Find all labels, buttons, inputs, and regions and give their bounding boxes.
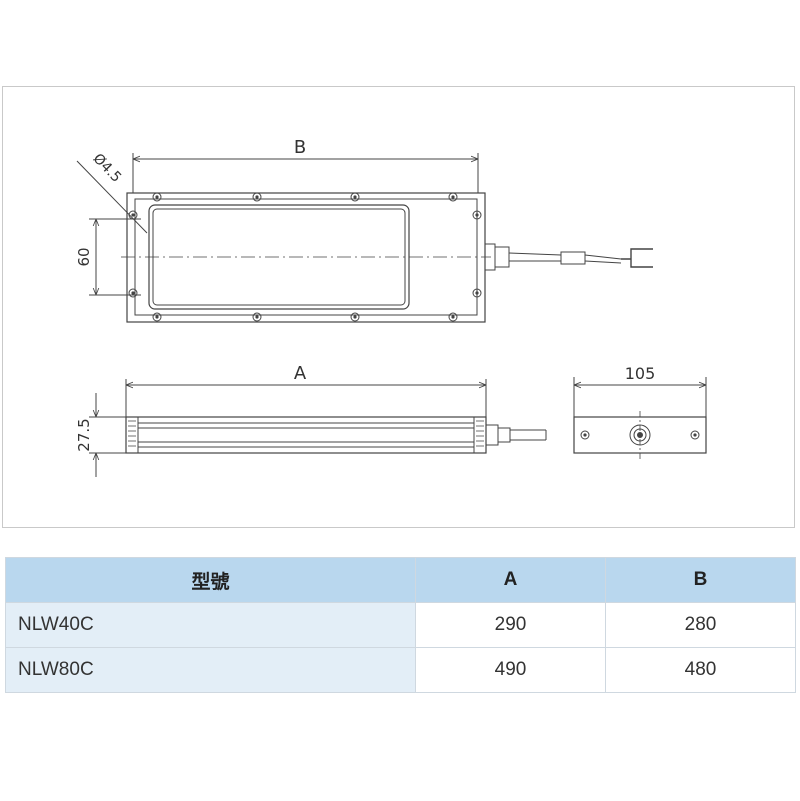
- cable: [508, 252, 562, 262]
- lamp-side-body: [125, 416, 487, 454]
- dimension-label-hole: Ø4.5: [90, 151, 125, 186]
- cell-a: 290: [415, 602, 606, 648]
- table-row: NLW40C 290 280: [5, 602, 796, 648]
- cell-b: 480: [605, 647, 796, 693]
- cable-gland-nut-side: [497, 427, 511, 443]
- cell-b: 280: [605, 602, 796, 648]
- side-view: [89, 379, 547, 477]
- cell-a: 490: [415, 647, 606, 693]
- cable-wire: [584, 254, 622, 264]
- dimension-label-27-5: 27.5: [75, 418, 93, 451]
- cable-port-core: [637, 432, 643, 438]
- dimension-label-105: 105: [625, 364, 656, 383]
- cable-sleeve: [560, 251, 586, 265]
- header-b: B: [605, 557, 796, 603]
- hole-leader-line: [76, 160, 148, 234]
- cable-gland-nut: [494, 246, 510, 268]
- end-cap-details: [128, 420, 484, 447]
- lamp-body-inner-outline: [134, 198, 478, 316]
- lamp-body-outline: [126, 192, 486, 323]
- header-a: A: [415, 557, 606, 603]
- spec-table: 型號 A B NLW40C 290 280 NLW80C 490 480: [5, 557, 796, 693]
- table-row: NLW80C 490 480: [5, 647, 796, 693]
- cable-port-inner: [633, 428, 647, 442]
- dimension-label-b: B: [294, 137, 306, 158]
- cable-port-outer: [629, 424, 651, 446]
- dimension-label-60: 60: [75, 247, 93, 266]
- fork-terminal: [621, 248, 653, 268]
- end-view: [573, 377, 707, 459]
- cable-side: [510, 429, 547, 441]
- cable-gland-side: [485, 424, 499, 446]
- top-view: [76, 153, 653, 323]
- cell-model: NLW80C: [5, 647, 416, 693]
- cell-model: NLW40C: [5, 602, 416, 648]
- technical-drawing: B A 105 60 27.5 Ø4.5: [2, 86, 795, 528]
- dimension-label-a: A: [294, 363, 307, 384]
- table-header-row: 型號 A B: [5, 557, 796, 603]
- header-model: 型號: [5, 557, 416, 603]
